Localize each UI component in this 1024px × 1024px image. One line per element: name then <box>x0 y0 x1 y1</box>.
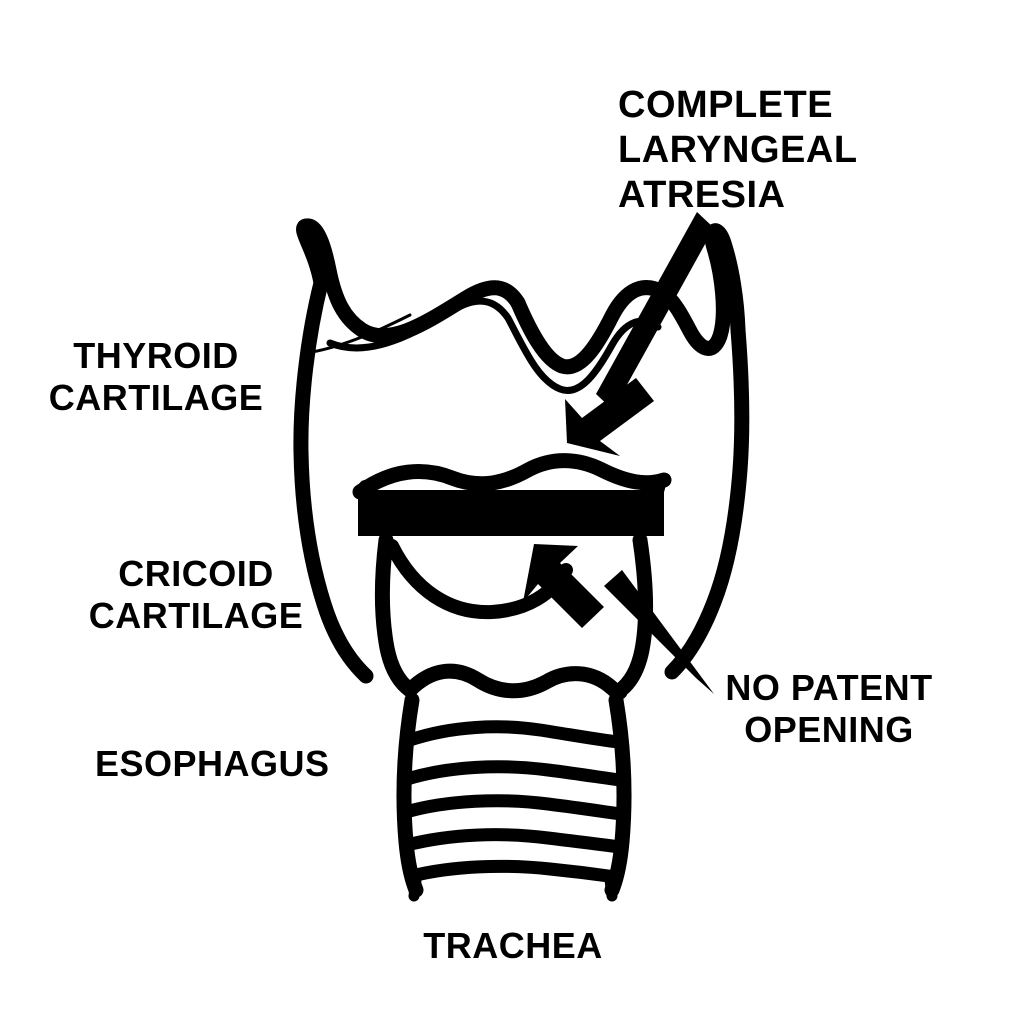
atresia-plate-bar <box>358 490 664 536</box>
trachea-ring-3 <box>399 794 628 821</box>
thyroid-left-superior-horn <box>296 218 526 344</box>
thyroid-inner-highlight <box>310 313 412 354</box>
cricoid-left-edge <box>374 532 418 698</box>
label-thyroid-cartilage: THYROID CARTILAGE <box>48 335 264 419</box>
trachea-ring-1 <box>403 720 625 749</box>
arrow-lower-shaft <box>604 570 714 694</box>
arrow-complete-laryngeal-atresia <box>565 212 714 456</box>
label-no-patent-opening: NO PATENT OPENING <box>725 667 933 751</box>
label-cricoid-cartilage: CRICOID CARTILAGE <box>88 553 304 637</box>
label-trachea: TRACHEA <box>423 925 603 966</box>
thyroid-right-superior-horn <box>656 223 746 356</box>
arrow-upper-head <box>565 378 654 456</box>
trachea-right-stub <box>604 874 618 902</box>
thyroid-right-lamina-edge <box>664 322 750 680</box>
arrow-no-patent-opening <box>523 544 714 694</box>
thyroid-superior-notch <box>510 280 672 375</box>
thyroid-cartilage-shape <box>293 218 750 684</box>
label-complete-laryngeal-atresia: COMPLETE LARYNGEAL ATRESIA <box>618 84 858 216</box>
cricoid-cartilage-shape <box>374 532 654 700</box>
trachea-ring-5 <box>405 859 623 884</box>
arrow-upper-shaft <box>596 212 714 410</box>
trachea-left-stub <box>408 874 422 902</box>
trachea-ring-2 <box>400 760 627 787</box>
thyroid-inferior-border <box>352 453 672 500</box>
thyroid-left-lamina-edge <box>293 275 374 684</box>
thyroid-inner-contour <box>326 297 662 394</box>
label-esophagus: ESOPHAGUS <box>95 743 330 784</box>
arrow-lower-head <box>523 544 604 628</box>
cricoid-lower-border <box>402 663 628 700</box>
cricoid-right-edge <box>610 532 654 700</box>
trachea-shape <box>396 692 632 902</box>
trachea-ring-4 <box>400 828 627 854</box>
